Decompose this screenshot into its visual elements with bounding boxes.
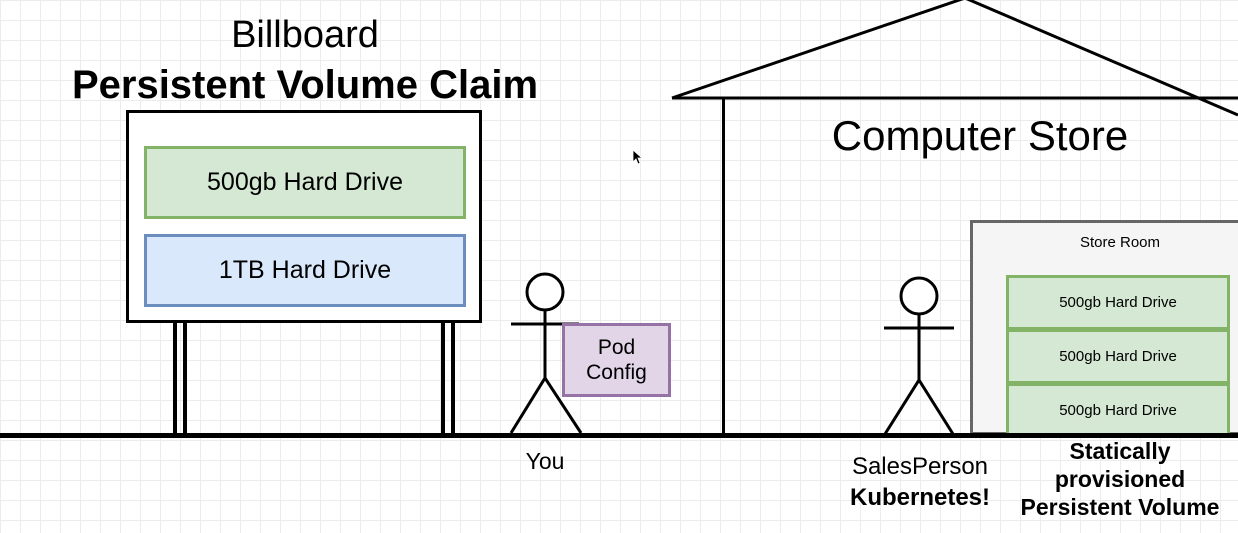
pv-label-line-3: Persistent Volume [1020,494,1220,520]
pvc-title: Persistent Volume Claim [71,62,539,107]
billboard-post [183,323,187,433]
pod-config-box: Pod Config [562,323,671,397]
store-room-label: Store Room [1079,233,1161,251]
store-wall [722,97,725,435]
billboard-post [441,323,445,433]
billboard-post [451,323,455,433]
store-room-drive: 500gb Hard Drive [1006,383,1230,438]
billboard-drive-1tb: 1TB Hard Drive [144,234,466,307]
pv-label-line-2: provisioned [1054,466,1186,492]
billboard-drive-500gb: 500gb Hard Drive [144,146,466,219]
ground-line [0,433,1238,438]
pv-label-line-1: Statically [1069,438,1171,464]
pod-config-line-1: Pod [597,336,636,359]
drive-label: 1TB Hard Drive [218,256,392,284]
billboard-post [173,323,177,433]
drive-label: 500gb Hard Drive [1059,348,1177,365]
persistent-volume-label: Statically provisioned Persistent Volume [1005,437,1235,521]
billboard-title: Billboard [231,13,379,56]
cursor-icon [632,149,644,165]
drive-label: 500gb Hard Drive [1059,402,1177,419]
salesperson-label: SalesPerson [851,453,989,480]
drive-label: 500gb Hard Drive [1059,294,1177,311]
store-title: Computer Store [831,112,1129,159]
kubernetes-label: Kubernetes! [849,484,991,511]
store-room-drive: 500gb Hard Drive [1006,275,1230,330]
store-room-drive: 500gb Hard Drive [1006,329,1230,384]
you-label: You [525,447,565,474]
drive-label: 500gb Hard Drive [207,168,403,196]
salesperson-stick-figure [883,276,955,435]
pod-config-line-2: Config [586,361,647,384]
you-stick-figure [509,272,583,434]
